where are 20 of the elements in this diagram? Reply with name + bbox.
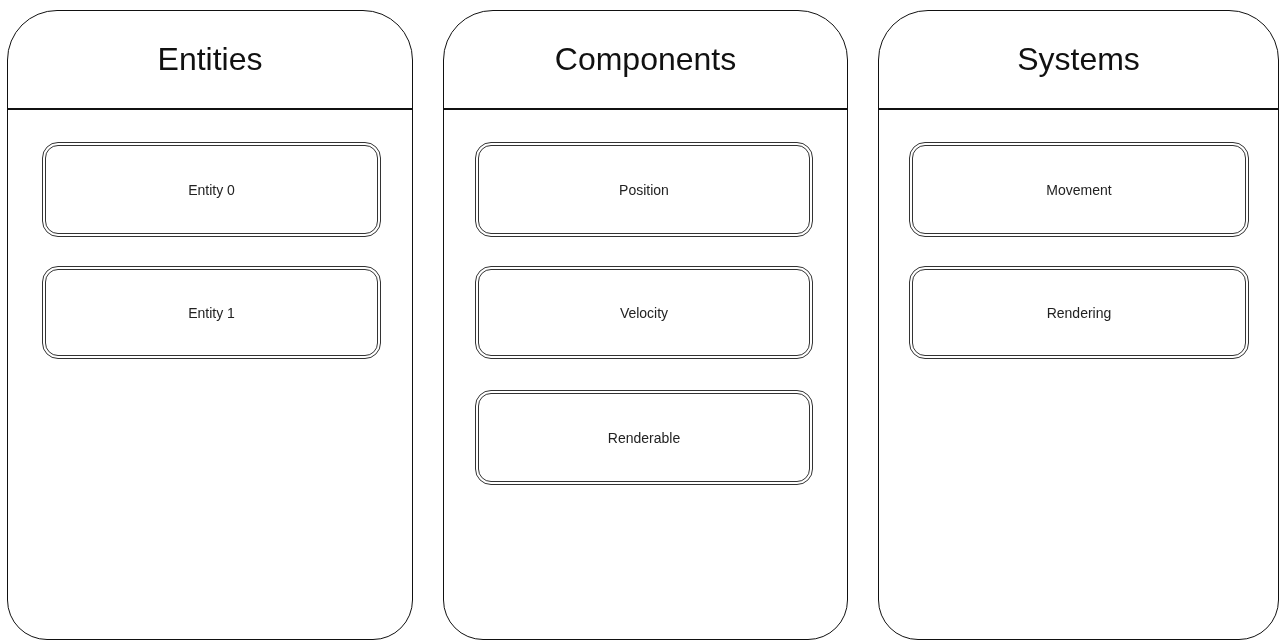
box-label: Entity 1 <box>188 304 235 321</box>
column-heading: Components <box>553 40 738 79</box>
column-heading: Systems <box>1016 40 1141 79</box>
box-label: Renderable <box>607 429 681 446</box>
component-box <box>42 142 381 237</box>
component-box <box>475 390 813 485</box>
component-box <box>475 142 813 237</box>
component-box <box>909 142 1249 237</box>
column-panel <box>443 10 848 640</box>
box-label: Position <box>619 181 669 198</box>
column-panel <box>878 10 1279 640</box>
column-panel <box>7 10 413 640</box>
box-label: Movement <box>1046 181 1112 198</box>
column-heading: Entities <box>156 40 264 79</box>
box-label: Velocity <box>619 304 669 321</box>
component-box <box>909 266 1249 359</box>
box-label: Entity 0 <box>188 181 235 198</box>
component-box <box>475 266 813 359</box>
box-label: Rendering <box>1046 304 1112 321</box>
component-box <box>42 266 381 359</box>
